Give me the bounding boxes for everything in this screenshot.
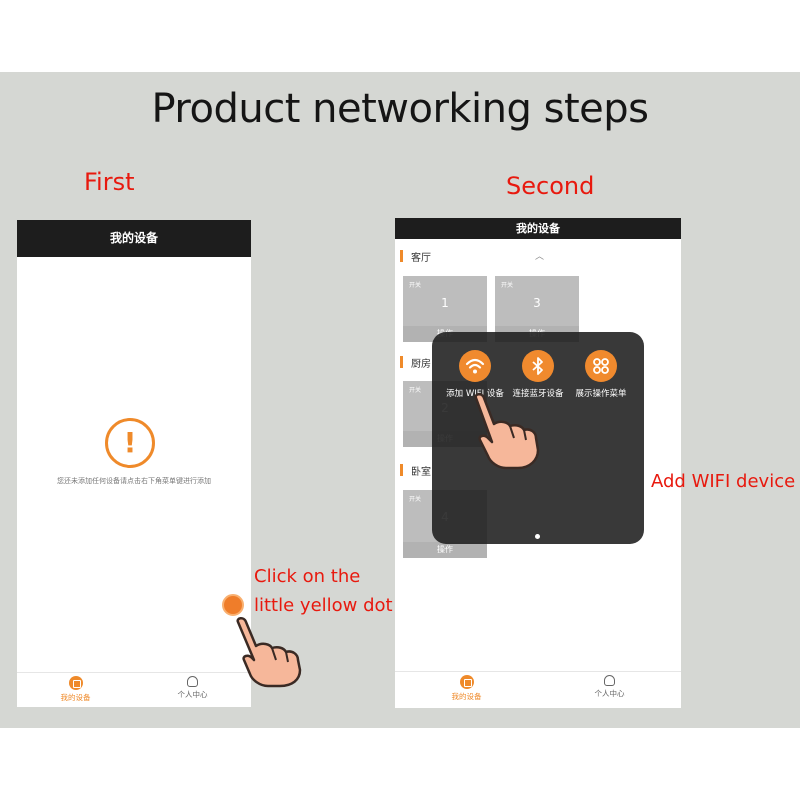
page-indicator-dot (535, 534, 540, 539)
device-number: 1 (441, 296, 449, 310)
user-icon (187, 676, 198, 687)
menu-item-label: 展示操作菜单 (575, 389, 627, 399)
add-wifi-annotation: Add WIFI device (651, 471, 796, 492)
switch-glyph: 开关 (501, 282, 514, 289)
tab-my-devices[interactable]: 我的设备 (17, 673, 134, 707)
tab-label: 我的设备 (451, 692, 482, 701)
tab-my-devices[interactable]: 我的设备 (395, 672, 538, 708)
room-header-kitchen[interactable]: 厨房 (395, 355, 455, 370)
empty-state-text: 您还未添加任何设备请点击右下角菜单键进行添加 (57, 477, 211, 485)
floating-menu-dot-button[interactable] (222, 594, 244, 616)
wifi-icon (459, 350, 491, 382)
bottom-tab-bar: 我的设备 个人中心 (17, 672, 251, 707)
switch-glyph: 开关 (409, 496, 422, 503)
bluetooth-icon (522, 350, 554, 382)
room-name: 卧室 (411, 467, 431, 478)
home-device-icon (68, 676, 83, 690)
menu-item-bluetooth[interactable]: 连接蓝牙设备 (503, 350, 573, 399)
device-number: 3 (533, 296, 541, 310)
tab-label: 我的设备 (60, 693, 91, 702)
home-device-icon (459, 675, 474, 689)
room-accent-bar (400, 356, 403, 368)
menu-item-label: 添加 WIFI 设备 (446, 389, 504, 399)
device-action[interactable]: 操作 (403, 542, 487, 558)
room-header-living[interactable]: 客厅 ︿ (395, 249, 555, 264)
menu-item-show-menu[interactable]: 展示操作菜单 (566, 350, 636, 399)
action-menu-popup: 添加 WIFI 设备 连接蓝牙设备 展示操作菜单 (432, 332, 644, 544)
menu-item-label: 连接蓝牙设备 (512, 389, 564, 399)
menu-item-add-wifi[interactable]: 添加 WIFI 设备 (440, 350, 510, 399)
room-header-bedroom[interactable]: 卧室 (395, 463, 455, 478)
phone-screen-first: 我的设备 ! 您还未添加任何设备请点击右下角菜单键进行添加 我的设备 个人中心 (17, 220, 251, 707)
click-annotation-line2: little yellow dot (254, 595, 393, 616)
room-name: 厨房 (411, 359, 431, 370)
room-accent-bar (400, 250, 403, 262)
bottom-tab-bar: 我的设备 个人中心 (395, 671, 681, 708)
user-icon (604, 675, 615, 686)
tab-personal-center[interactable]: 个人中心 (538, 672, 681, 708)
app-header: 我的设备 (395, 218, 681, 239)
tab-label: 个人中心 (594, 689, 625, 698)
app-header: 我的设备 (17, 220, 251, 257)
tab-personal-center[interactable]: 个人中心 (134, 673, 251, 707)
pointing-hand-icon (236, 617, 302, 688)
pointing-hand-icon (474, 393, 540, 470)
exclamation-icon: ! (105, 418, 155, 468)
tab-label: 个人中心 (177, 690, 208, 699)
switch-glyph: 开关 (409, 282, 422, 289)
step-second-label: Second (506, 172, 595, 200)
chevron-up-icon: ︿ (535, 252, 545, 262)
room-accent-bar (400, 464, 403, 476)
room-name: 客厅 (411, 253, 431, 264)
menu-grid-icon (585, 350, 617, 382)
step-first-label: First (84, 168, 135, 196)
page-title: Product networking steps (151, 86, 649, 132)
click-annotation-line1: Click on the (254, 566, 361, 587)
switch-glyph: 开关 (409, 387, 422, 394)
